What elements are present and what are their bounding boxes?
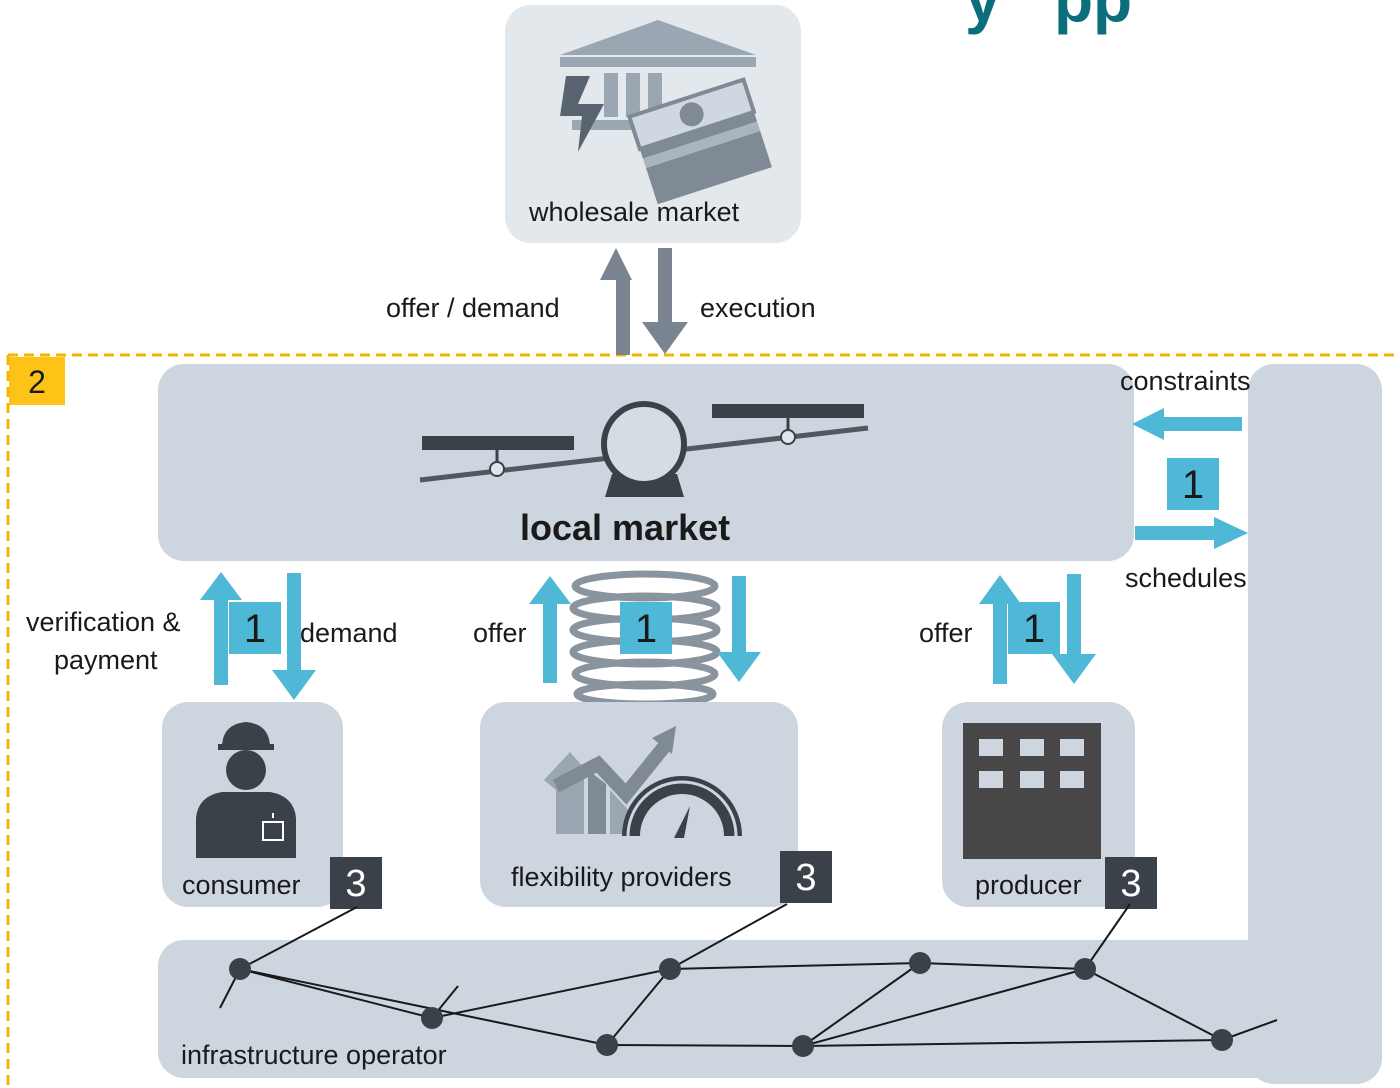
producer-flow-badge: 1 [1008,602,1060,654]
producer-offer-label: offer [919,618,973,648]
flex-offer-label: offer [473,618,527,648]
demand-label: demand [300,618,398,648]
consumer-flow-badge: 1 [229,602,281,654]
flexibility-badge: 3 [780,851,832,903]
page-title-fragment: y pp [965,0,1132,36]
infrastructure-operator-label: infrastructure operator [181,1040,447,1070]
constraints-label: constraints [1120,366,1251,396]
verification-label: verification & [26,607,181,637]
payment-label: payment [54,645,158,675]
execution-label: execution [700,293,816,323]
wholesale-market-label: wholesale market [529,197,740,227]
infrastructure-operator-box [158,940,1382,1078]
producer-badge: 3 [1105,857,1157,909]
producer-label: producer [975,870,1082,900]
local-market-label: local market [520,507,731,548]
flexibility-providers-label: flexibility providers [511,862,732,892]
schedules-badge: 1 [1167,458,1219,510]
flexibility-flow-badge: 1 [620,602,672,654]
consumer-label: consumer [182,870,301,900]
schedules-label: schedules [1125,563,1247,593]
consumer-badge: 3 [330,857,382,909]
zone-badge: 2 [9,357,65,405]
offer-demand-label: offer / demand [386,293,560,323]
